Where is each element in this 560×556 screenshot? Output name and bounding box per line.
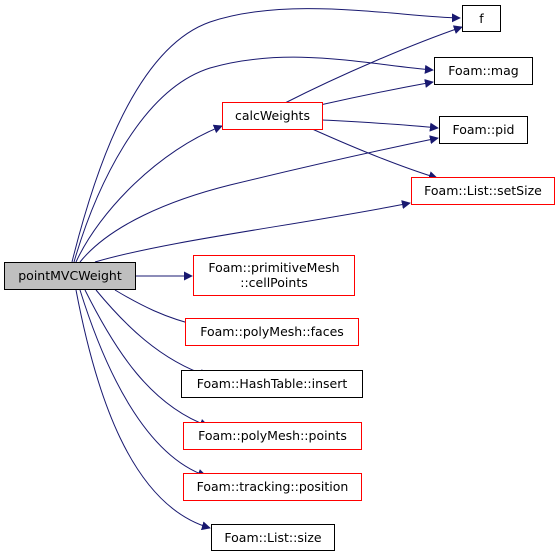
edge-root-setsize: [94, 200, 411, 263]
edge-root-calcweights: [75, 124, 223, 263]
node-foam-pid[interactable]: Foam::pid: [439, 116, 528, 144]
node-foam-primitivemesh-cellpoints[interactable]: Foam::primitiveMesh ::cellPoints: [193, 255, 355, 296]
edge-root-points: [84, 289, 209, 428]
node-calcweights[interactable]: calcWeights: [222, 102, 323, 130]
edge-calcweights-f: [284, 25, 463, 104]
node-foam-tracking-position[interactable]: Foam::tracking::position: [183, 473, 362, 501]
edge-calcweights-pid: [322, 119, 439, 132]
node-label: Foam::List::size: [224, 530, 321, 545]
node-label: Foam::polyMesh::faces: [200, 324, 344, 339]
node-foam-mag[interactable]: Foam::mag: [434, 57, 533, 85]
node-label: Foam::polyMesh::points: [198, 428, 347, 443]
edge-root-mag: [73, 56, 434, 263]
node-f[interactable]: f: [462, 5, 501, 32]
edge-calcweights-mag: [319, 79, 434, 106]
node-foam-list-setsize[interactable]: Foam::List::setSize: [411, 177, 555, 205]
node-label-line2: ::cellPoints: [240, 275, 307, 290]
node-foam-polymesh-faces[interactable]: Foam::polyMesh::faces: [185, 318, 359, 346]
edge-root-f: [71, 8, 461, 263]
edge-root-insert: [95, 289, 209, 378]
node-label: f: [479, 11, 484, 26]
edge-root-size: [75, 289, 211, 531]
edge-root-pid: [79, 135, 439, 263]
node-foam-list-size[interactable]: Foam::List::size: [211, 524, 335, 551]
edge-calcweights-setsize: [309, 127, 438, 180]
node-label: Foam::mag: [448, 63, 518, 78]
node-label: Foam::tracking::position: [197, 479, 349, 494]
node-foam-hashtable-insert[interactable]: Foam::HashTable::insert: [181, 370, 363, 398]
node-foam-polymesh-points[interactable]: Foam::polyMesh::points: [183, 422, 362, 450]
node-label-line1: Foam::primitiveMesh: [208, 260, 339, 275]
edge-root-position: [79, 289, 207, 478]
node-pointmvcweight[interactable]: pointMVCWeight: [4, 262, 136, 290]
node-label: calcWeights: [235, 108, 310, 123]
node-label: Foam::HashTable::insert: [197, 376, 348, 391]
node-label: pointMVCWeight: [18, 268, 122, 283]
node-label: Foam::List::setSize: [424, 183, 542, 198]
edges: [71, 8, 463, 531]
node-label: Foam::pid: [453, 122, 515, 137]
